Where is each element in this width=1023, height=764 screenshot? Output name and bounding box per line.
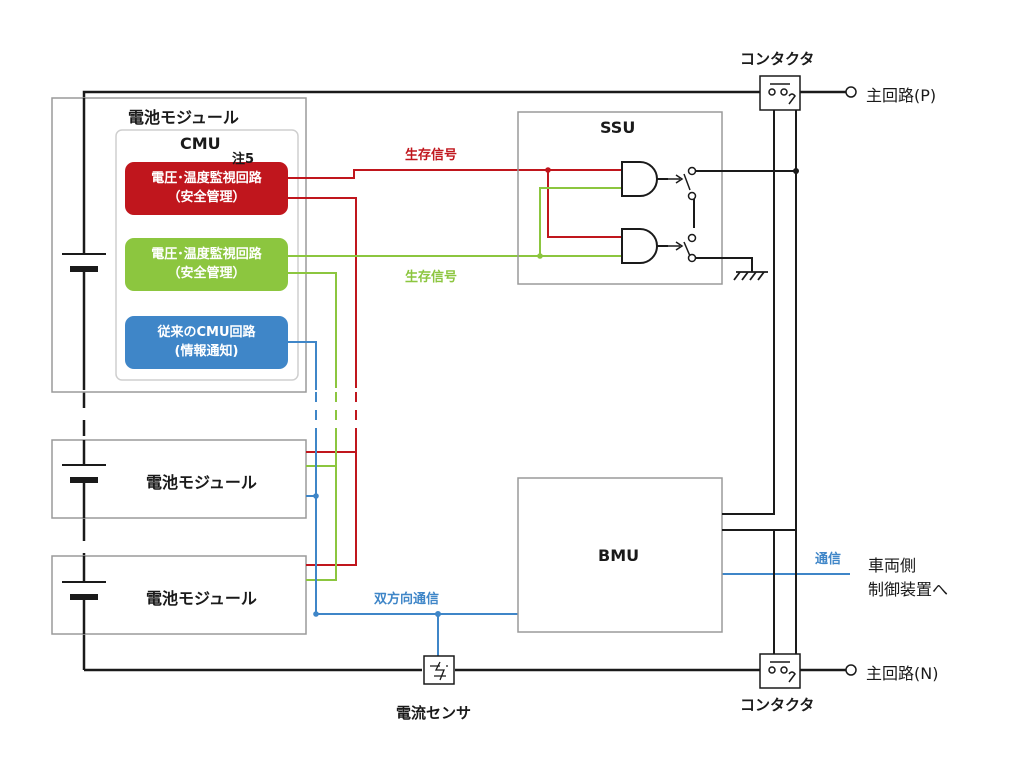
contactor-top-icon bbox=[759, 75, 801, 111]
current-sensor-label: 電流センサ bbox=[396, 704, 472, 722]
bmu-box bbox=[517, 477, 723, 633]
contactor-control-wiring bbox=[722, 106, 797, 656]
survival-signal-red-label: 生存信号 bbox=[405, 148, 458, 163]
red-signal-wiring bbox=[288, 169, 622, 566]
ssu-label: SSU bbox=[600, 118, 636, 137]
red-junction bbox=[545, 167, 551, 173]
blue-comm-wiring bbox=[288, 341, 850, 658]
terminal-n-icon bbox=[845, 664, 857, 676]
note-label: 注5 bbox=[232, 152, 255, 167]
current-sensor-icon bbox=[423, 655, 455, 685]
bmu-label: BMU bbox=[598, 546, 640, 565]
ssu-internal-wiring bbox=[657, 170, 796, 272]
ground-icon bbox=[733, 271, 768, 281]
contactor-bottom-icon bbox=[759, 653, 801, 689]
green-circuit-label-2: （安全管理） bbox=[167, 266, 246, 281]
blue-junction-2 bbox=[313, 611, 319, 617]
and-gate-icons bbox=[621, 161, 658, 264]
green-junction bbox=[537, 253, 543, 259]
battery-module-3-label: 電池モジュール bbox=[146, 589, 257, 608]
battery-module-2-label: 電池モジュール bbox=[146, 473, 257, 492]
cmu-label: CMU bbox=[180, 134, 221, 153]
vehicle-control-label-2: 制御装置へ bbox=[868, 580, 949, 599]
battery-module-main-label: 電池モジュール bbox=[128, 108, 239, 127]
ssu-box bbox=[517, 111, 723, 285]
terminal-p-icon bbox=[845, 86, 857, 98]
blue-circuit-label-2: (情報通知) bbox=[174, 344, 239, 359]
green-circuit-label-1: 電圧･温度監視回路 bbox=[151, 247, 262, 262]
contactor-bottom-label: コンタクタ bbox=[740, 696, 815, 714]
blue-circuit-label-1: 従来のCMU回路 bbox=[157, 325, 256, 340]
green-circuit-block: 電圧･温度監視回路 （安全管理） bbox=[125, 238, 288, 291]
bidirectional-comm-label: 双方向通信 bbox=[374, 592, 440, 607]
and-gate-icon-2 bbox=[621, 228, 658, 264]
battery-cells-overlay bbox=[62, 253, 106, 600]
red-circuit-block: 電圧･温度監視回路 （安全管理） bbox=[125, 162, 288, 215]
red-circuit-label-1: 電圧･温度監視回路 bbox=[151, 171, 262, 186]
red-circuit-label-2: （安全管理） bbox=[167, 190, 246, 205]
main-circuit-p-label: 主回路(P) bbox=[866, 86, 937, 105]
survival-signal-green-label: 生存信号 bbox=[405, 270, 458, 285]
blue-circuit-block: 従来のCMU回路 (情報通知) bbox=[125, 316, 288, 369]
relay-junction bbox=[793, 168, 799, 174]
relay-contacts bbox=[668, 166, 697, 263]
main-circuit-n-label: 主回路(N) bbox=[866, 664, 939, 683]
contactor-top-label: コンタクタ bbox=[740, 50, 815, 68]
comm-label: 通信 bbox=[815, 552, 842, 567]
blue-junction-1 bbox=[313, 493, 319, 499]
blue-junction-3 bbox=[435, 611, 441, 617]
and-gate-icon-1 bbox=[621, 161, 658, 197]
vehicle-control-label-1: 車両側 bbox=[868, 556, 917, 575]
